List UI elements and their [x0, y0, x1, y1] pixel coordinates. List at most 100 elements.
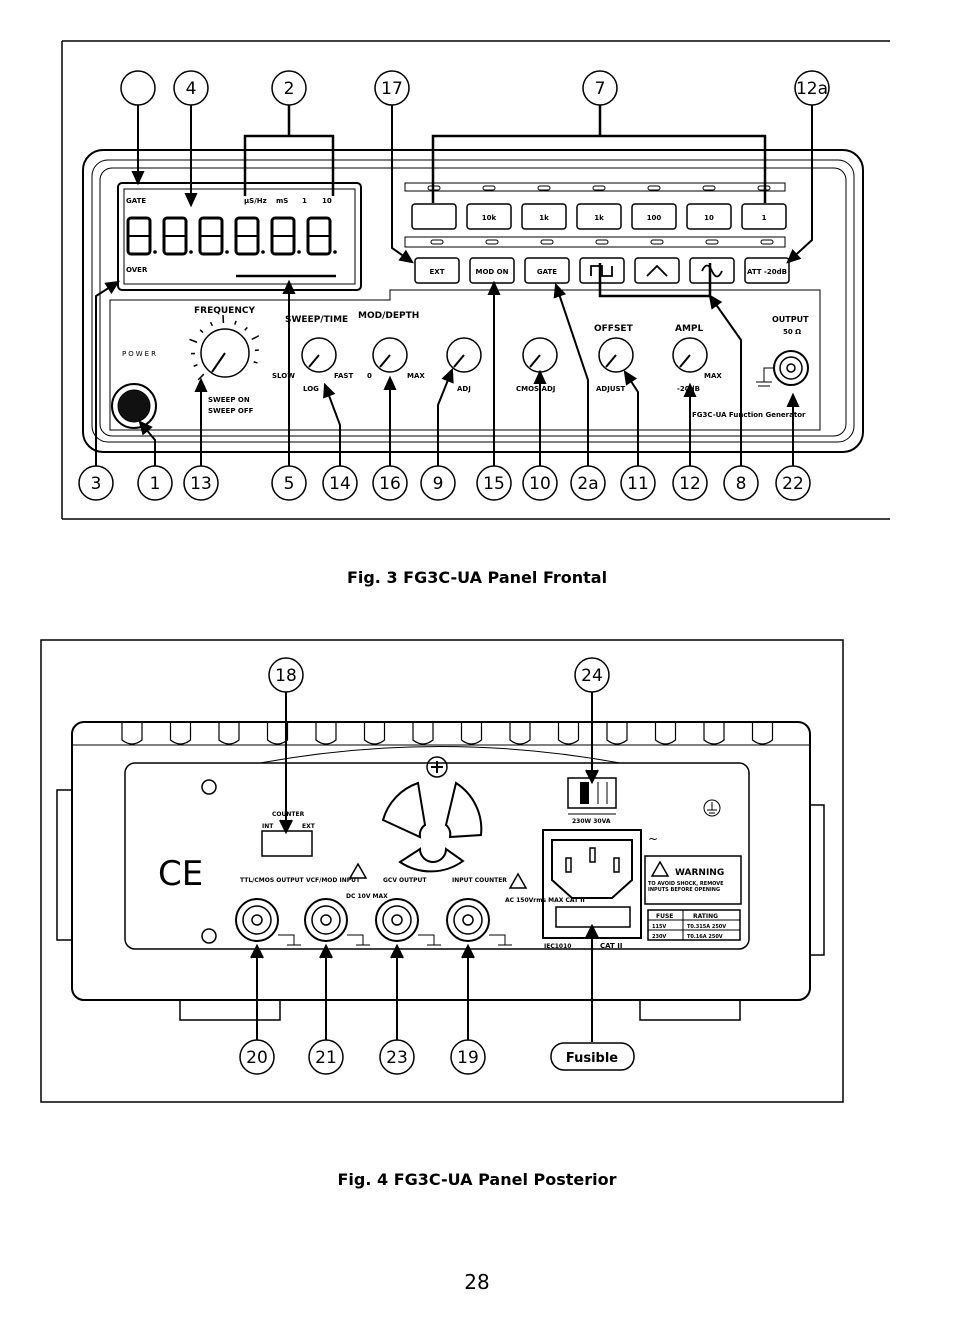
function-button[interactable]: GATE [524, 257, 570, 284]
svg-text:3: 3 [91, 474, 102, 494]
range-button[interactable]: 10 [686, 203, 732, 230]
power-switch[interactable] [111, 383, 157, 429]
svg-text:10k: 10k [482, 214, 497, 222]
callout: 12a [794, 70, 830, 106]
callout: 1 [137, 465, 173, 501]
svg-text:12: 12 [679, 474, 701, 494]
adj-knob[interactable] [446, 337, 482, 373]
fast-label: FAST [334, 372, 353, 380]
counter-label: COUNTER [272, 811, 305, 818]
svg-text:11: 11 [627, 474, 649, 494]
svg-text:24: 24 [581, 666, 603, 686]
range-label-2: mS [276, 197, 288, 205]
range-button[interactable]: 100 [631, 203, 677, 230]
ampl-label: AMPL [675, 324, 704, 334]
counter-int-label: INT [262, 823, 274, 830]
fan-grille [381, 781, 483, 873]
callout: 24 [574, 657, 610, 693]
range-label-3: 1 [302, 197, 307, 205]
sweep-time-knob[interactable] [301, 337, 337, 373]
offset-knob[interactable] [598, 337, 634, 373]
function-button[interactable]: ATT -20dB [744, 257, 790, 284]
square-wave-icon [590, 265, 613, 277]
callout: 15 [476, 465, 512, 501]
figure-4-caption: Fig. 4 FG3C-UA Panel Posterior [337, 1170, 617, 1189]
fuse-header: FUSE [656, 913, 673, 920]
dc10v-label: DC 10V MAX [346, 893, 388, 900]
log-label: LOG [303, 385, 319, 393]
mod-depth-label: MOD/DEPTH [358, 311, 419, 321]
range-button[interactable]: 1k [576, 203, 622, 230]
display-digit [306, 216, 337, 256]
adjust-label: ADJUST [596, 385, 626, 393]
sine-wave-icon [701, 264, 723, 278]
rear-bnc-connector[interactable] [375, 898, 441, 946]
callout: 17 [374, 70, 410, 106]
seven-segment-display [126, 216, 337, 256]
counter-switch[interactable] [261, 830, 313, 857]
rear-panel-figure: COUNTER INT EXT CE TTL/CMOS OUTPUT VCF/M… [40, 639, 844, 1103]
callout: 19 [450, 1039, 486, 1075]
fuse-holder[interactable] [555, 906, 631, 928]
rating-230: T0.16A 250V [687, 934, 723, 940]
callout: 7 [582, 70, 618, 106]
fuse-table [647, 909, 741, 941]
svg-text:9: 9 [433, 474, 444, 494]
ac-power-inlet[interactable] [551, 839, 633, 899]
callout: 22 [775, 465, 811, 501]
callout: 12 [672, 465, 708, 501]
range-button[interactable]: 10k [466, 203, 512, 230]
callout: 3 [78, 465, 114, 501]
output-ohm-label: 50 Ω [783, 328, 801, 336]
svg-text:17: 17 [381, 79, 403, 99]
rating-header: RATING [693, 913, 718, 920]
svg-text:12a: 12a [796, 79, 828, 99]
callout: 14 [322, 465, 358, 501]
svg-text:10: 10 [704, 214, 714, 222]
mod-depth-knob[interactable] [372, 337, 408, 373]
rating-115: T0.315A 250V [687, 924, 726, 930]
display-digit [270, 216, 301, 256]
function-button[interactable] [634, 257, 680, 284]
brand-label: FG3C-UA Function Generator [692, 411, 806, 419]
vcf-input-label: VCF/MOD INPUT [306, 877, 361, 884]
callout: 21 [308, 1039, 344, 1075]
rear-bnc-connector[interactable] [446, 898, 512, 946]
slow-label: SLOW [272, 372, 295, 380]
function-button[interactable] [579, 257, 625, 284]
counter-ext-label: EXT [302, 823, 316, 830]
frequency-knob[interactable] [200, 328, 250, 378]
svg-text:MOD ON: MOD ON [476, 268, 509, 276]
cmos-adj-knob[interactable] [522, 337, 558, 373]
svg-text:21: 21 [315, 1048, 337, 1068]
ampl-knob[interactable] [672, 337, 708, 373]
callout: 10 [522, 465, 558, 501]
triangle-wave-icon [646, 264, 668, 277]
svg-text:16: 16 [379, 474, 401, 494]
function-button[interactable]: EXT [414, 257, 460, 284]
svg-text:18: 18 [275, 666, 297, 686]
svg-text:5: 5 [284, 474, 295, 494]
svg-text:GATE: GATE [537, 268, 557, 276]
frequency-label: FREQUENCY [194, 306, 255, 316]
range-button[interactable]: 1k [521, 203, 567, 230]
mod-max-label: MAX [407, 372, 425, 380]
function-button[interactable] [689, 257, 735, 284]
power-rating-label: 230W 30VA [572, 818, 611, 825]
range-button[interactable] [411, 203, 457, 230]
rear-bnc-connector[interactable] [304, 898, 370, 946]
iec-label: IEC1010 [544, 943, 571, 950]
figure-3-caption: Fig. 3 FG3C-UA Panel Frontal [346, 568, 608, 587]
display-digit [126, 216, 157, 256]
svg-text:19: 19 [457, 1048, 479, 1068]
svg-text:22: 22 [782, 474, 804, 494]
output-bnc-connector[interactable] [773, 350, 809, 386]
ac-rating-label: AC 150Vrms MAX CAT II [505, 897, 585, 904]
range-button[interactable]: 1 [741, 203, 787, 230]
sweep-time-label: SWEEP/TIME [285, 315, 348, 325]
function-button[interactable]: MOD ON [469, 257, 515, 284]
svg-text:10: 10 [529, 474, 551, 494]
rear-bnc-connector[interactable] [235, 898, 301, 946]
warning-title: WARNING [675, 868, 724, 878]
